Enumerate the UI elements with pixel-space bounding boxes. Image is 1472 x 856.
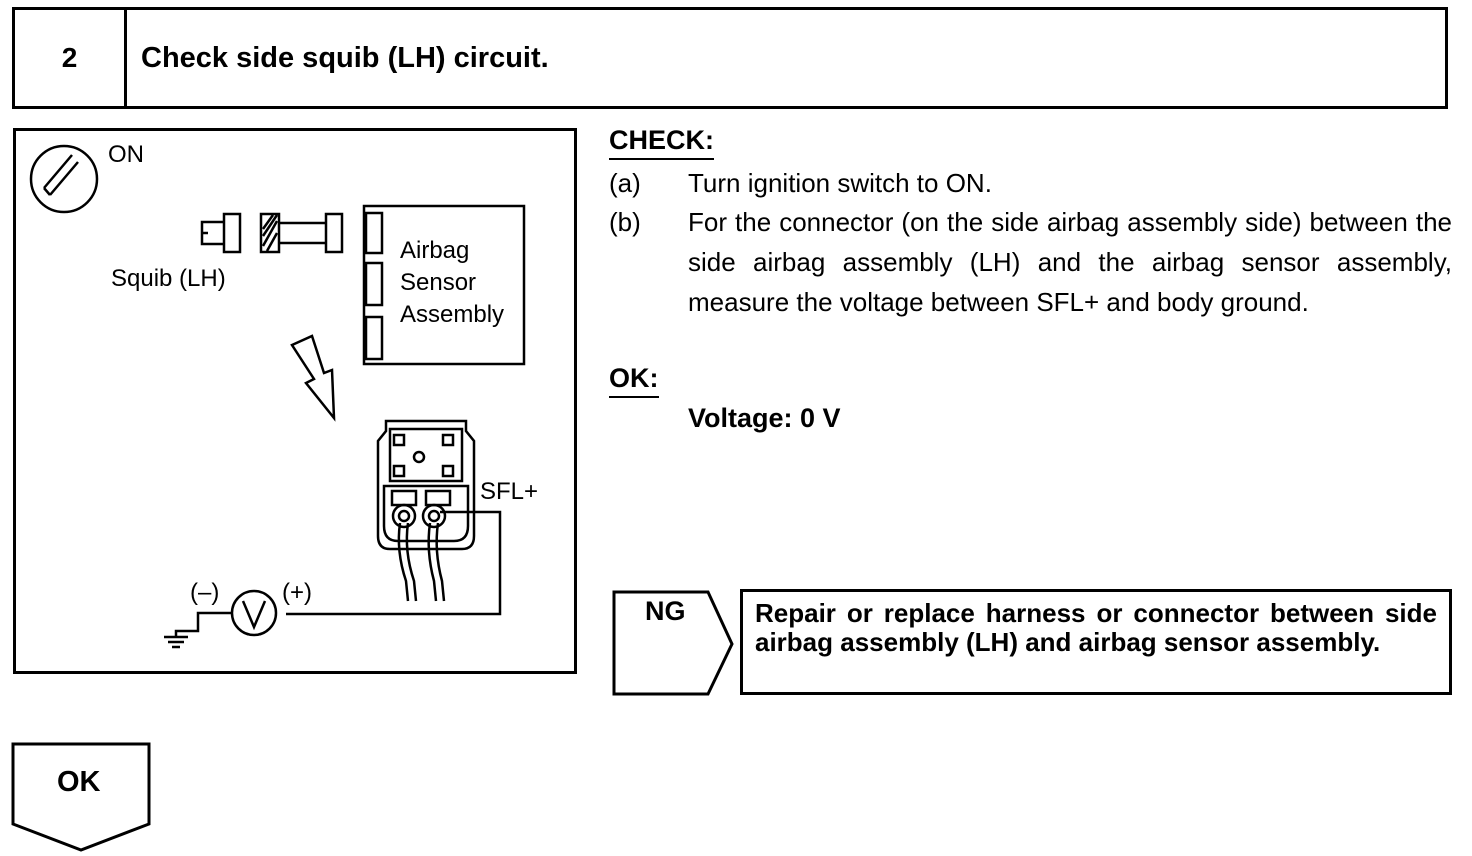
ng-tag-shape <box>612 590 734 696</box>
ignition-switch-icon <box>29 144 99 214</box>
down-arrow-icon <box>290 334 336 422</box>
ignition-on-label: ON <box>108 141 144 168</box>
harness-connector-icon <box>259 212 344 254</box>
negative-label: (–) <box>190 579 220 606</box>
step-header: 2 Check side squib (LH) circuit. <box>12 7 1448 109</box>
illustration: ON Squib (LH) Airbag Sensor Assembly SFL… <box>13 128 577 674</box>
connector-face-icon <box>376 419 476 602</box>
wiring-diagram <box>29 144 526 649</box>
ok-heading: OK: <box>609 362 659 398</box>
squib-connector-icon <box>200 212 242 254</box>
sensor-label-line3: Assembly <box>400 301 505 328</box>
terminal-label: SFL+ <box>480 478 539 505</box>
ground-icon <box>164 635 188 649</box>
step-b-text: For the connector (on the side airbag as… <box>688 207 1452 317</box>
ok-tag-shape <box>11 742 151 852</box>
ok-tag-label: OK <box>57 766 101 798</box>
squib-label: Squib (LH) <box>111 265 226 292</box>
voltmeter-icon <box>230 589 278 637</box>
step-a-text: Turn ignition switch to ON. <box>688 168 992 198</box>
ng-label: NG <box>645 596 686 626</box>
check-heading: CHECK: <box>609 124 714 160</box>
step-b-label: (b) <box>609 207 641 237</box>
positive-label: (+) <box>282 579 312 606</box>
step-title: Check side squib (LH) circuit. <box>141 41 549 74</box>
ng-action-box: Repair or replace harness or connector b… <box>740 589 1452 695</box>
sensor-label-line2: Sensor <box>400 269 477 296</box>
probe-wire <box>286 510 502 616</box>
sensor-label-line1: Airbag <box>400 237 470 264</box>
step-number: 2 <box>15 10 127 106</box>
step-a-label: (a) <box>609 168 641 198</box>
ok-value: Voltage: 0 V <box>688 403 841 433</box>
airbag-sensor-assembly-icon <box>362 204 526 366</box>
ground-wire <box>174 611 232 637</box>
